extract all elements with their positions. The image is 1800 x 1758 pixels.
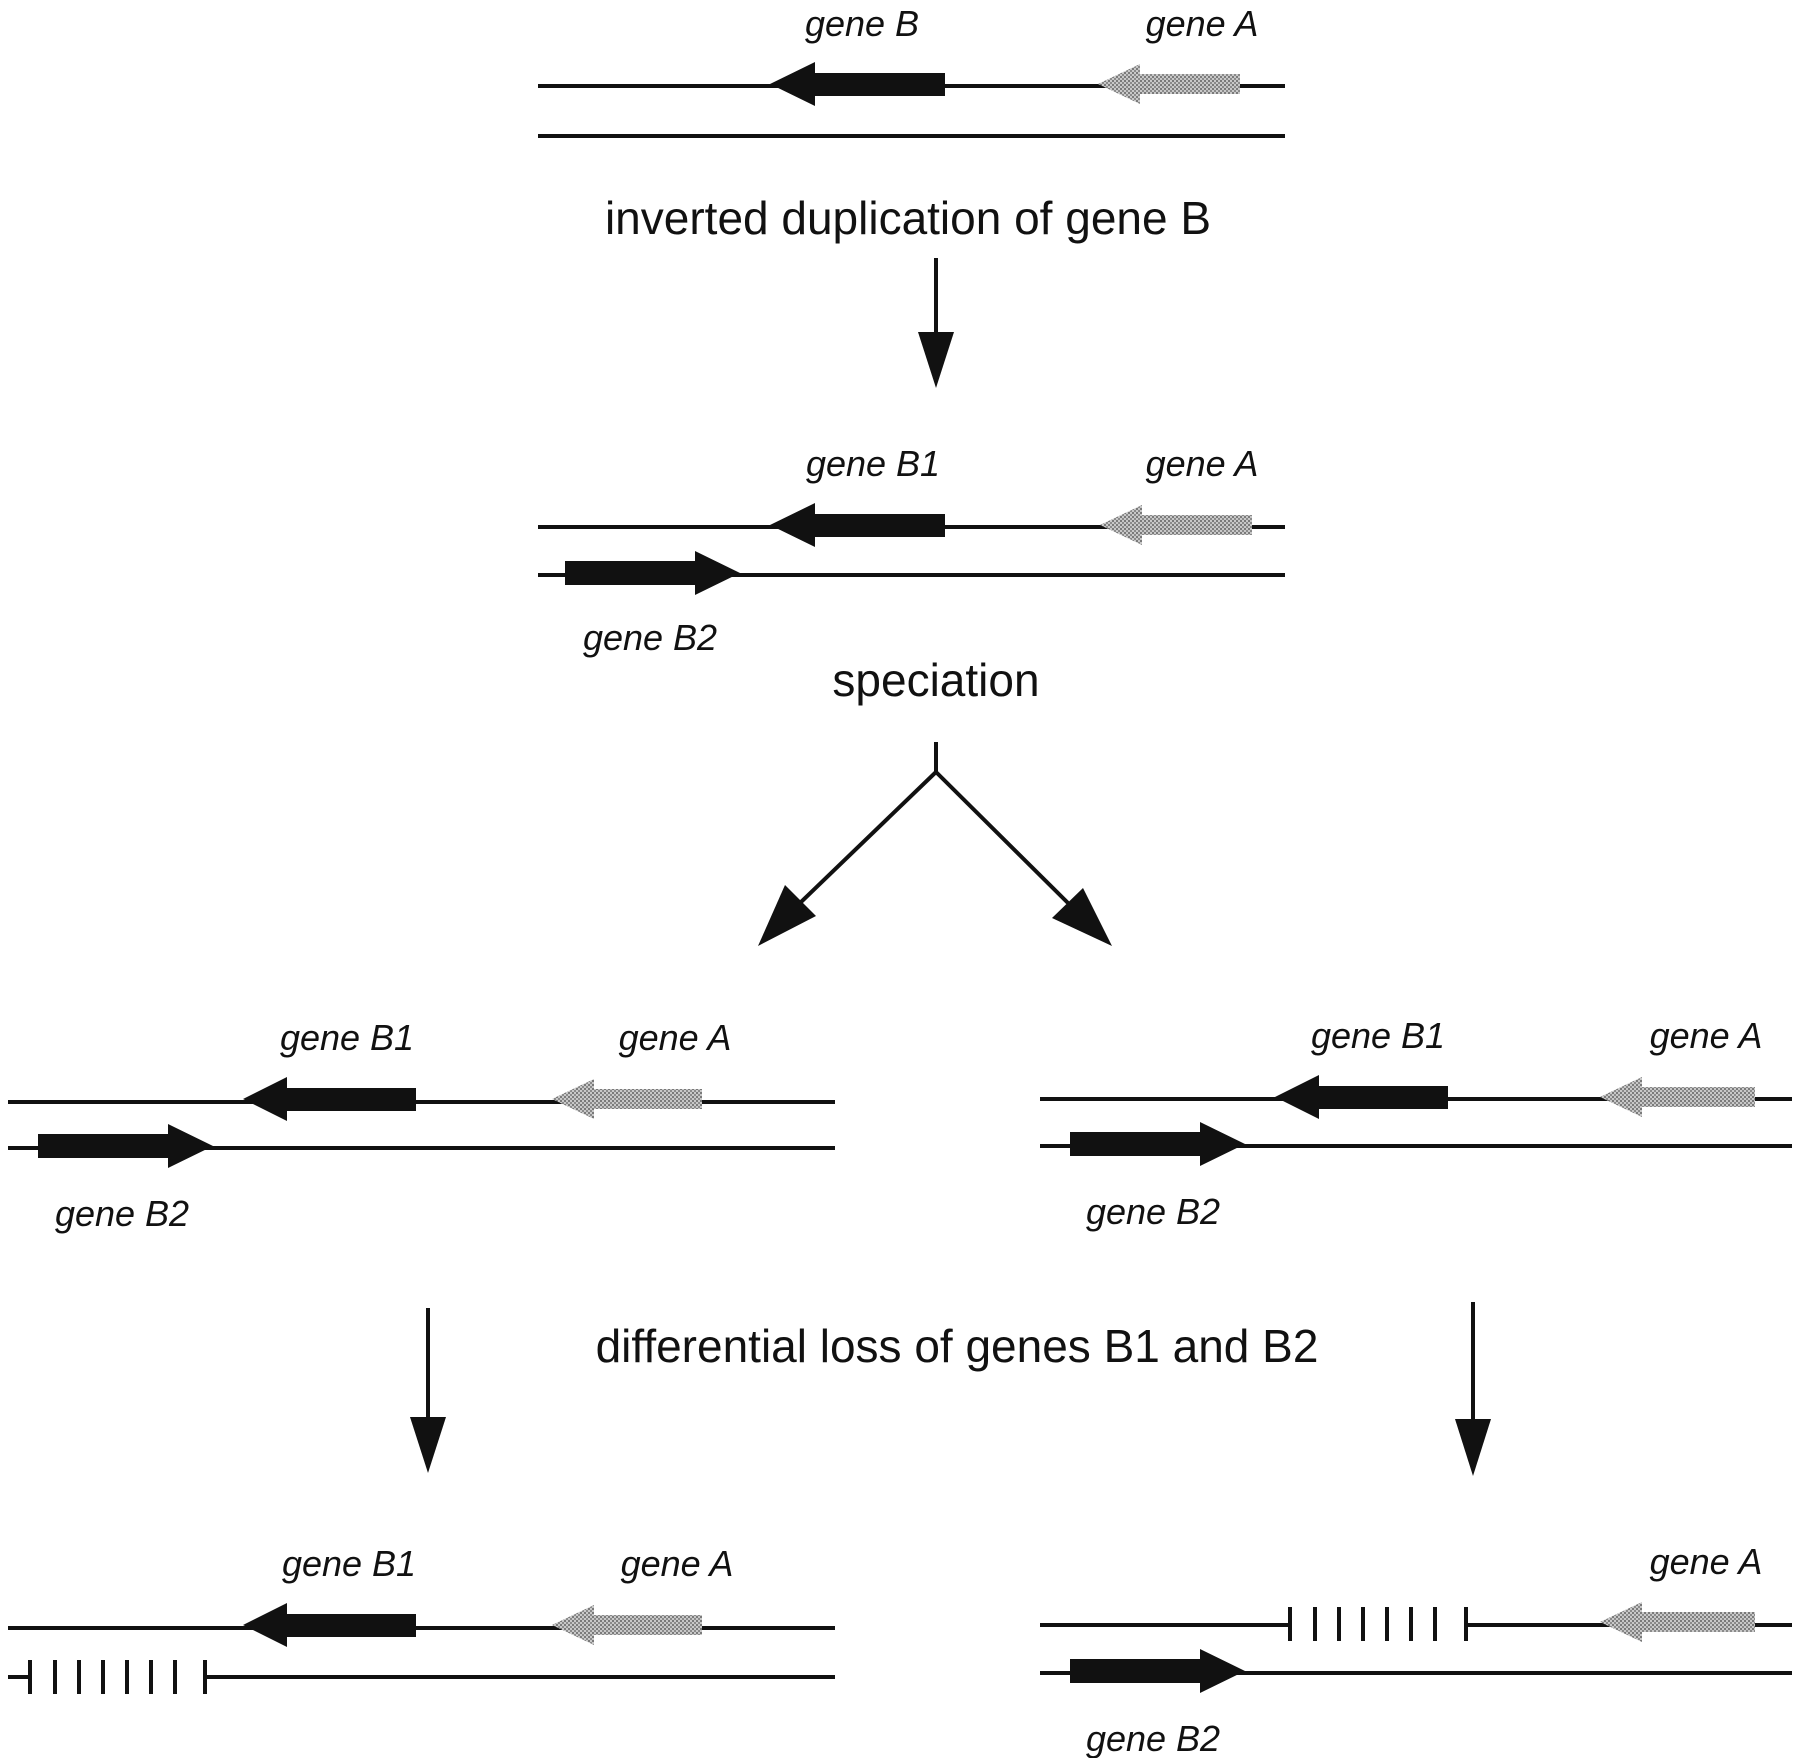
gene-a-arrow [1100, 505, 1252, 545]
gene-a-label: gene A [1650, 1015, 1763, 1056]
stage-4-left-chromosome: gene B1 gene A [8, 1543, 835, 1694]
stage-3-right-chromosome: gene B1 gene A gene B2 [1040, 1015, 1792, 1232]
gene-b1-arrow [243, 1077, 416, 1121]
gene-a-arrow [1098, 64, 1240, 104]
step-speciation: speciation [832, 654, 1039, 706]
arrow-down-left [410, 1308, 446, 1473]
gene-b1-label: gene B1 [806, 443, 940, 484]
gene-a-arrow [552, 1605, 702, 1645]
gene-b2-label: gene B2 [1086, 1191, 1220, 1232]
arrow-down-1 [918, 258, 954, 388]
gene-b1-label: gene B1 [1311, 1015, 1445, 1056]
gene-b-arrow [770, 62, 945, 106]
deleted-gene-b1-hatch [1288, 1607, 1468, 1641]
gene-b2-arrow [565, 551, 740, 595]
stage-2-chromosome: gene B1 gene A gene B2 [538, 443, 1285, 658]
speciation-fork-arrows [758, 742, 1112, 946]
deleted-gene-b2-hatch [28, 1660, 207, 1694]
step-differential-loss: differential loss of genes B1 and B2 [596, 1320, 1319, 1372]
gene-b1-arrow [770, 503, 945, 547]
gene-a-label: gene A [1650, 1541, 1763, 1582]
gene-b-label: gene B [805, 3, 919, 44]
gene-b2-arrow [1070, 1649, 1245, 1693]
gene-a-arrow [1600, 1602, 1755, 1642]
step-inverted-duplication: inverted duplication of gene B [605, 192, 1211, 244]
gene-a-label: gene A [1146, 3, 1259, 44]
gene-b1-arrow [243, 1603, 416, 1647]
gene-b2-label: gene B2 [55, 1193, 189, 1234]
stage-4-right-chromosome: gene A gene B2 [1040, 1541, 1792, 1758]
gene-b1-label: gene B1 [282, 1543, 416, 1584]
stage-1-chromosome: gene B gene A [538, 3, 1285, 138]
stage-3-left-chromosome: gene B1 gene A gene B2 [8, 1017, 835, 1234]
gene-b2-label: gene B2 [1086, 1718, 1220, 1758]
gene-a-label: gene A [621, 1543, 734, 1584]
gene-a-label: gene A [1146, 443, 1259, 484]
gene-b2-arrow [38, 1124, 213, 1168]
gene-a-label: gene A [619, 1017, 732, 1058]
gene-a-arrow [552, 1079, 702, 1119]
gene-b1-arrow [1275, 1075, 1448, 1119]
gene-b1-label: gene B1 [280, 1017, 414, 1058]
gene-b2-arrow [1070, 1122, 1245, 1166]
gene-b2-label: gene B2 [583, 617, 717, 658]
arrow-down-right [1455, 1302, 1491, 1476]
gene-a-arrow [1600, 1077, 1755, 1117]
